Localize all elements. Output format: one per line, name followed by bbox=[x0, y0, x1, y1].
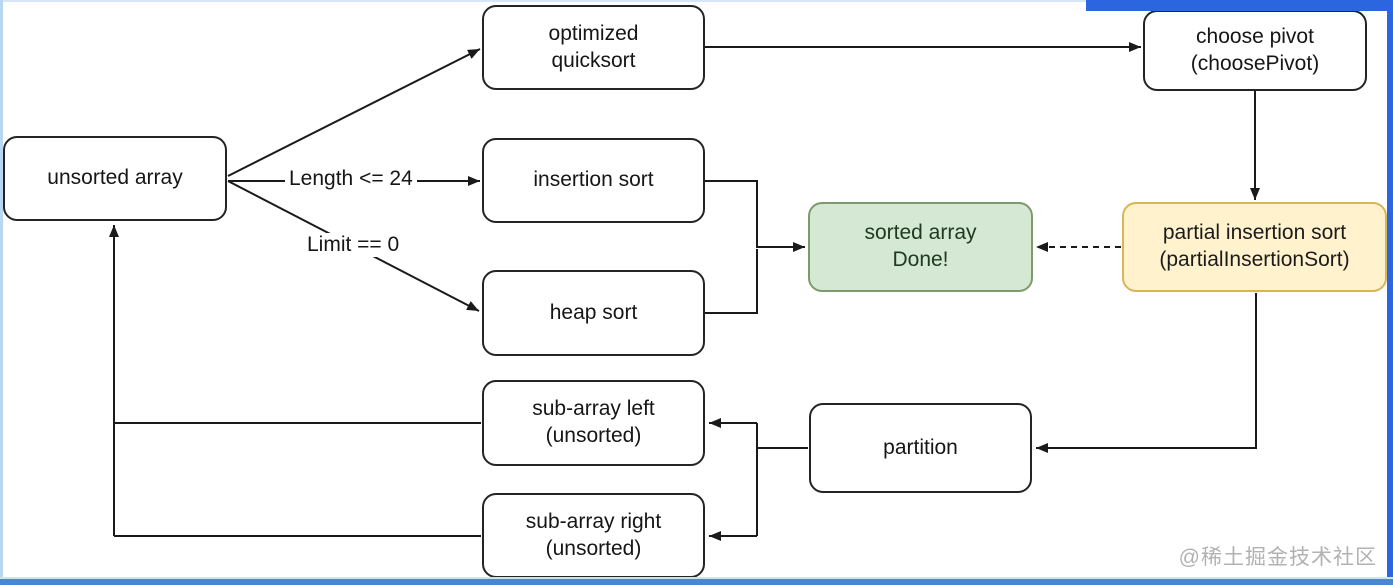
edge-heap-to-sorted bbox=[705, 249, 758, 314]
node-sub-array-left: sub-array left (unsorted) bbox=[482, 380, 705, 466]
frame-left-border bbox=[0, 0, 3, 585]
node-sorted-array: sorted array Done! bbox=[808, 202, 1033, 292]
watermark-text: @稀土掘金技术社区 bbox=[1178, 546, 1377, 569]
edge-partial-to-partition bbox=[1036, 293, 1257, 453]
blue-bottom-bar bbox=[0, 579, 1393, 585]
node-heap-sort: heap sort bbox=[482, 270, 705, 356]
node-sub-array-right: sub-array right (unsorted) bbox=[482, 493, 705, 578]
edge-insertion-to-sorted bbox=[705, 180, 805, 252]
blue-top-bar bbox=[1086, 0, 1393, 11]
node-choose-pivot: choose pivot (choosePivot) bbox=[1143, 10, 1367, 91]
node-insertion-sort: insertion sort bbox=[482, 138, 705, 223]
node-unsorted-array: unsorted array bbox=[3, 136, 227, 221]
frame-bottom-highlight bbox=[0, 577, 1393, 579]
blue-right-strip bbox=[1387, 0, 1393, 585]
edge-label-length-condition: Length <= 24 bbox=[285, 167, 417, 191]
edge-label-limit-condition: Limit == 0 bbox=[303, 233, 404, 257]
node-partial-insertion-sort: partial insertion sort (partialInsertion… bbox=[1122, 202, 1387, 292]
frame-top-border bbox=[0, 0, 1086, 2]
node-optimized-quicksort: optimized quicksort bbox=[482, 5, 705, 90]
node-partition: partition bbox=[809, 403, 1032, 493]
edge-unsorted-to-optimized bbox=[227, 48, 481, 177]
